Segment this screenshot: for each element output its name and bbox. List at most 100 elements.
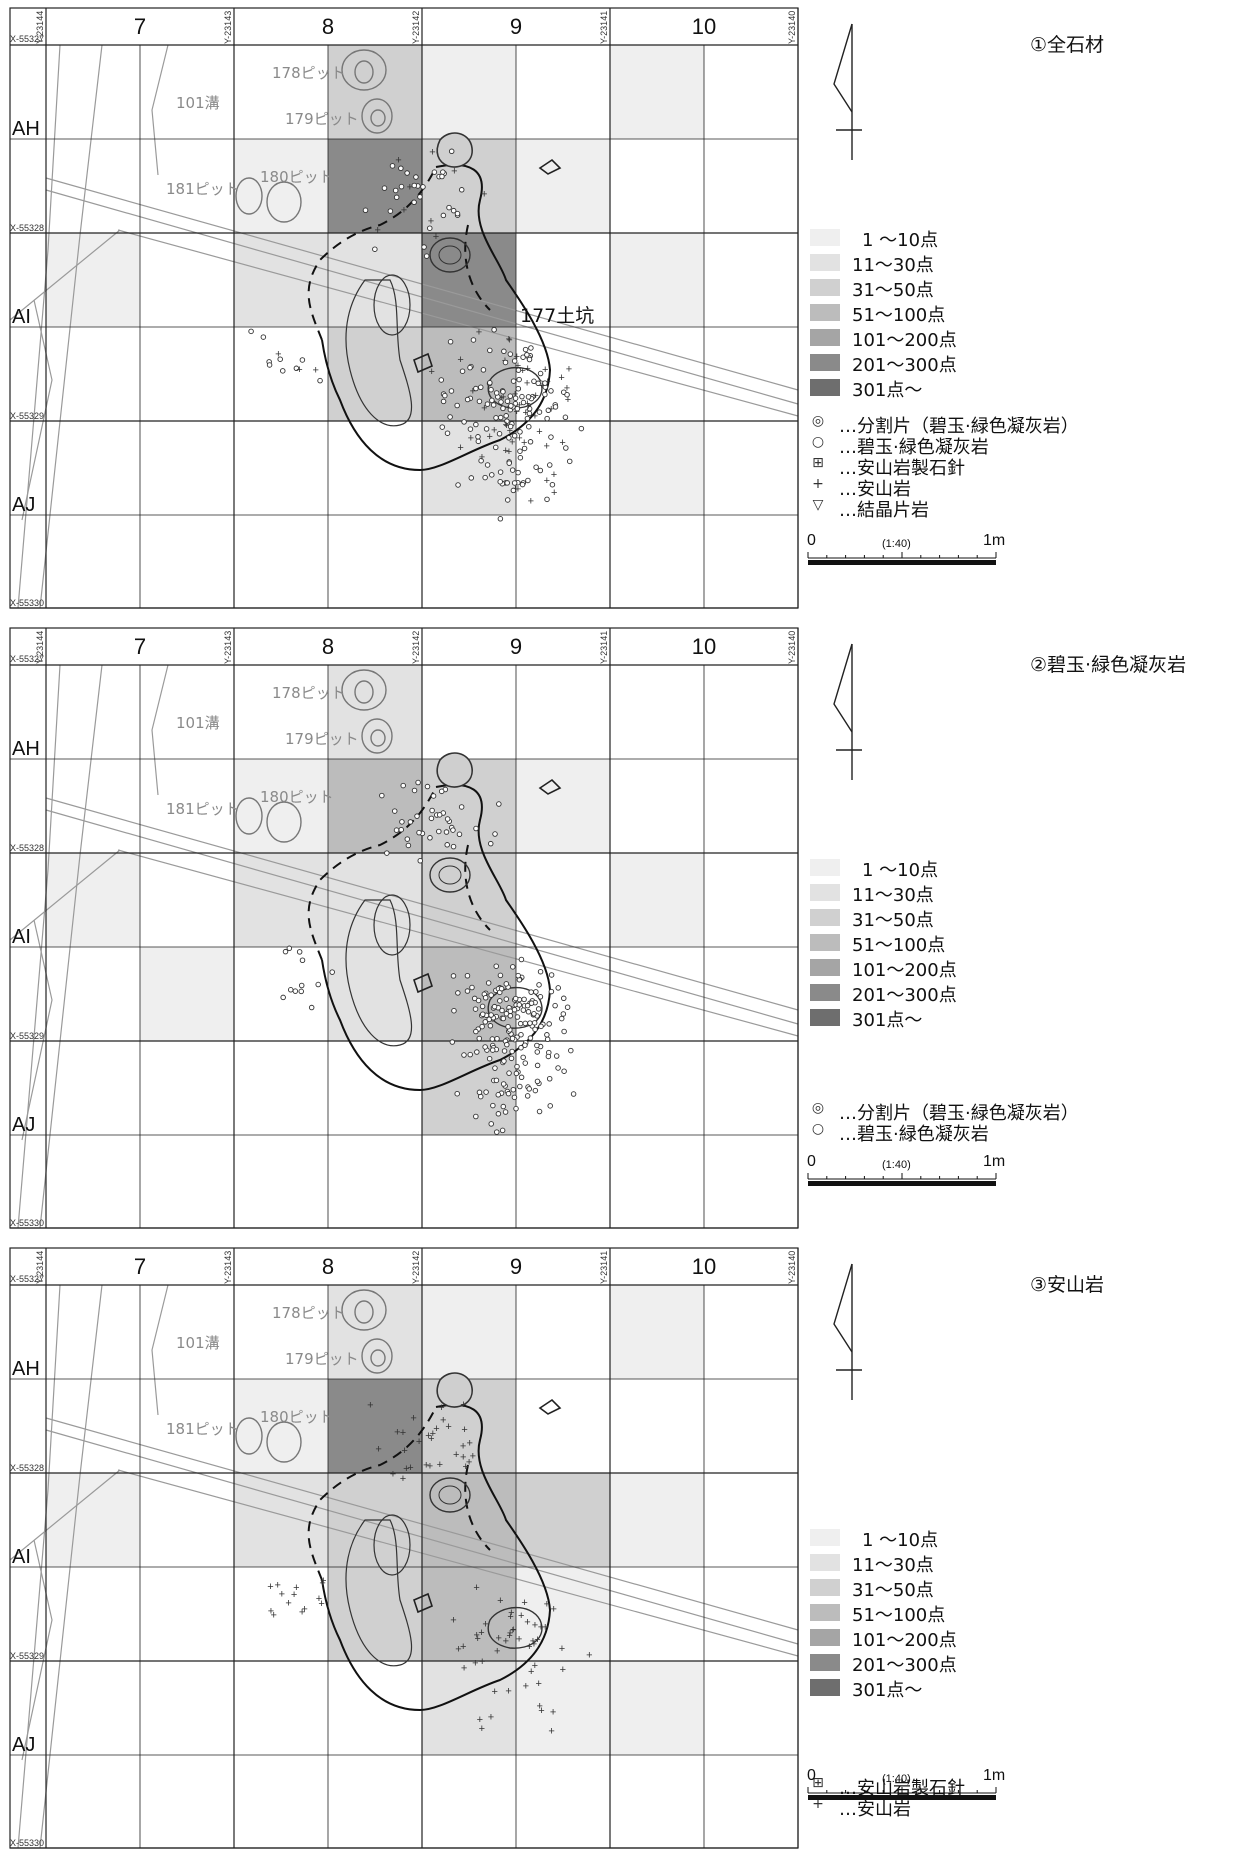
andesite-point: +	[503, 419, 509, 431]
jasper-point	[546, 462, 553, 468]
jasper-point	[536, 1108, 543, 1115]
andesite-point: +	[532, 410, 538, 422]
pit-177-inner-contour	[345, 1519, 413, 1667]
ditch-101-line	[39, 664, 103, 1229]
jasper-point	[537, 467, 544, 474]
jasper-point	[534, 1042, 540, 1049]
jasper-point	[493, 1077, 500, 1084]
andesite-point: +	[453, 1449, 459, 1461]
symbol-label: …分割片（碧玉·緑色凝灰岩）	[839, 1103, 1079, 1124]
andesite-point: +	[510, 1624, 516, 1636]
andesite-point: +	[478, 1627, 484, 1639]
legend-swatch	[810, 909, 840, 926]
jasper-point	[510, 378, 517, 384]
andesite-point: +	[586, 1650, 592, 1662]
andesite-point: +	[507, 1627, 513, 1639]
stone-small	[538, 158, 562, 175]
jasper-point	[494, 1129, 500, 1135]
andesite-point: +	[445, 1421, 451, 1433]
x-coordinate-label: X-55329	[10, 1031, 44, 1041]
jasper-point	[493, 390, 500, 396]
density-cell	[516, 1473, 610, 1567]
jasper-point	[442, 392, 448, 399]
andesite-point: +	[267, 1581, 273, 1593]
grid-lines	[9, 1247, 799, 1849]
andesite-point: +	[427, 1460, 433, 1472]
pit-178-inner	[354, 1300, 374, 1324]
andesite-point: +	[466, 1457, 472, 1469]
jasper-point	[488, 992, 494, 998]
jasper-point	[456, 831, 463, 838]
feature-label: 180ピット	[260, 168, 334, 186]
jasper-point	[498, 985, 505, 992]
north-arrow-icon	[833, 643, 862, 780]
x-coordinate-label: X-55329	[10, 411, 44, 421]
legend-label: 11～30点	[852, 1555, 934, 1576]
jasper-point	[502, 359, 509, 366]
jasper-point	[392, 187, 399, 194]
legend-label: 101～200点	[852, 1630, 957, 1651]
symbol-label: …安山岩	[839, 479, 911, 500]
column-label-9: 9	[510, 634, 522, 659]
jasper-point	[479, 1003, 486, 1010]
row-label-AI: AI	[12, 926, 31, 948]
pit-180-outline	[266, 181, 302, 223]
distribution-map-panel-1: ++++++++++++++++++++++++++++++++++++++++…	[0, 0, 1255, 620]
plus-icon: +	[812, 476, 824, 492]
jasper-point	[467, 1051, 473, 1058]
feature-label: 178ピット	[272, 64, 346, 82]
jasper-point	[420, 184, 426, 190]
jasper-point	[570, 1091, 577, 1097]
andesite-point: +	[508, 1607, 514, 1619]
jasper-point	[476, 1089, 483, 1096]
density-cell	[610, 1661, 704, 1755]
row-label-AJ: AJ	[12, 1114, 35, 1136]
stone-small	[413, 352, 433, 374]
jasper-point	[517, 448, 523, 454]
y-coordinate-label: Y-23141	[599, 631, 609, 664]
andesite-point: +	[516, 433, 522, 445]
jasper-point	[527, 439, 534, 445]
andesite-point: +	[498, 392, 504, 404]
andesite-point: +	[551, 1603, 557, 1615]
pit-177-dashed	[307, 166, 437, 341]
scale-zero: 0	[807, 532, 816, 549]
density-cell	[328, 947, 422, 1041]
andesite-point: +	[502, 445, 508, 457]
jasper-point	[476, 1035, 483, 1042]
jasper-point	[548, 988, 555, 995]
legend-swatch	[810, 379, 840, 396]
andesite-point: +	[542, 364, 548, 376]
jasper-point	[449, 1039, 456, 1045]
jasper-point	[548, 434, 554, 440]
ditch-101-line	[151, 664, 169, 796]
jasper-point	[446, 204, 452, 211]
legend-swatch	[810, 279, 840, 296]
density-cell	[610, 853, 704, 947]
jasper-point	[501, 1058, 507, 1064]
feature-label: 178ピット	[272, 684, 346, 702]
jasper-point	[500, 405, 506, 412]
andesite-point: +	[316, 1593, 322, 1605]
andesite-point: +	[476, 327, 482, 339]
jasper-point	[447, 339, 454, 345]
legend-swatch	[810, 1654, 840, 1671]
circle-icon: ○	[811, 434, 825, 450]
jasper-point	[473, 421, 479, 428]
jasper-point	[287, 987, 294, 993]
long-line	[117, 1469, 799, 1657]
jasper-point	[496, 801, 502, 807]
row-label-AI: AI	[12, 306, 31, 328]
jasper-point	[511, 433, 518, 439]
long-line	[117, 849, 799, 1037]
jasper-point	[417, 194, 423, 200]
jasper-point	[482, 1044, 488, 1050]
andesite-point: +	[526, 1641, 532, 1653]
map-frame	[9, 1247, 799, 1849]
andesite-point: +	[548, 404, 554, 416]
andesite-point: +	[506, 446, 512, 458]
legend-swatch	[810, 354, 840, 371]
andesite-point: +	[528, 1666, 534, 1678]
jasper-point	[532, 1087, 539, 1094]
